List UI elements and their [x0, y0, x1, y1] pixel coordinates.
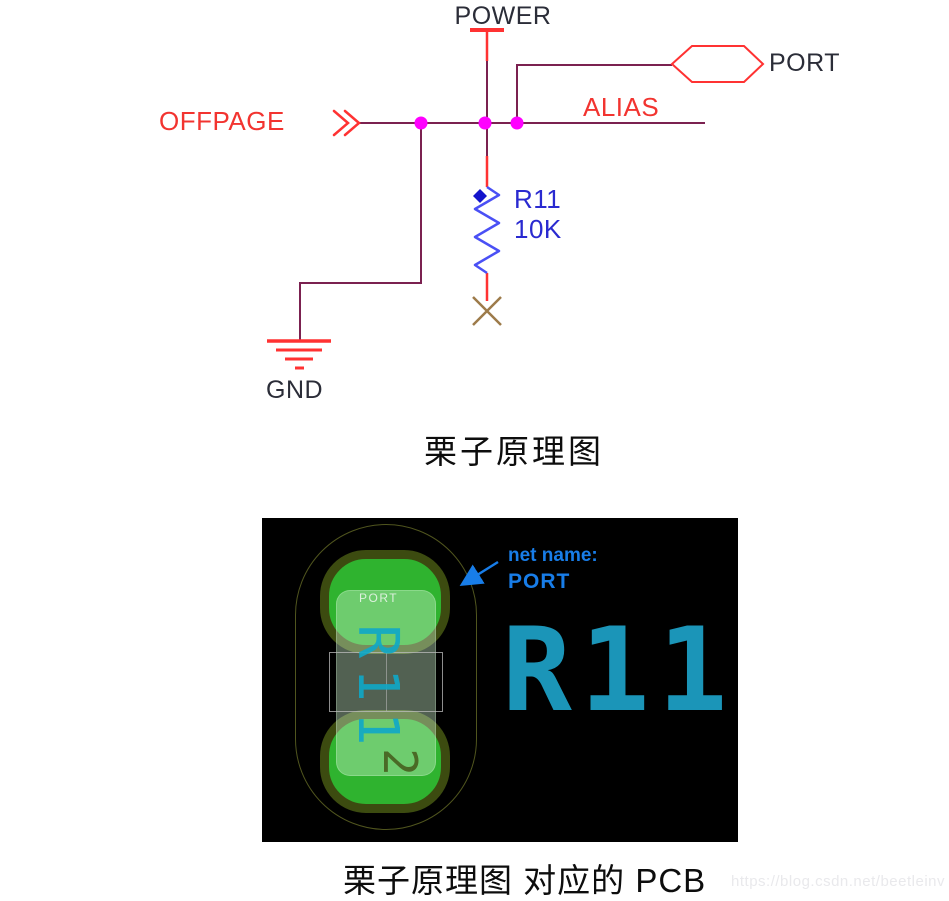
pcb-caption: 栗子原理图 对应的 PCB [343, 862, 707, 899]
port-hexagon-symbol [670, 45, 765, 83]
no-connect-x-icon [472, 296, 502, 326]
wire-gnd-branch [299, 123, 422, 341]
wire-port-branch [516, 64, 672, 123]
net-name-annotation-line2: PORT [508, 570, 571, 593]
pcb-courtyard-outline [295, 524, 477, 830]
schematic-caption: 栗子原理图 [424, 433, 604, 470]
watermark-url: https://blog.csdn.net/beetleinv [731, 873, 945, 890]
pcb-body-outline [329, 652, 443, 712]
offpage-net-label: OFFPAGE [159, 106, 285, 136]
junction-dot [510, 116, 524, 130]
offpage-connector-icon [332, 109, 361, 137]
net-name-annotation-line1: net name: [508, 545, 598, 566]
schematic-drawing [267, 28, 765, 370]
resistor-zigzag-symbol [473, 185, 501, 275]
pcb-image: PORT R11 2 R11 net name: PORT [262, 518, 738, 842]
pcb-refdes-text: R11 [502, 603, 736, 738]
junction-dot [478, 116, 492, 130]
pin-diamond-marker [473, 189, 487, 203]
pcb-pad-net-label: PORT [359, 591, 399, 605]
pcb-pad-bottom [320, 710, 450, 813]
power-net-label: POWER [454, 2, 552, 30]
port-net-label: PORT [769, 49, 840, 77]
junction-dot [414, 116, 428, 130]
resistor-refdes-label: R11 [514, 184, 562, 214]
arrow-line [459, 560, 499, 586]
annotation-arrow [459, 560, 499, 586]
gnd-net-label: GND [266, 376, 324, 404]
resistor-value-label: 10K [514, 214, 562, 244]
alias-net-label: ALIAS [583, 92, 660, 122]
